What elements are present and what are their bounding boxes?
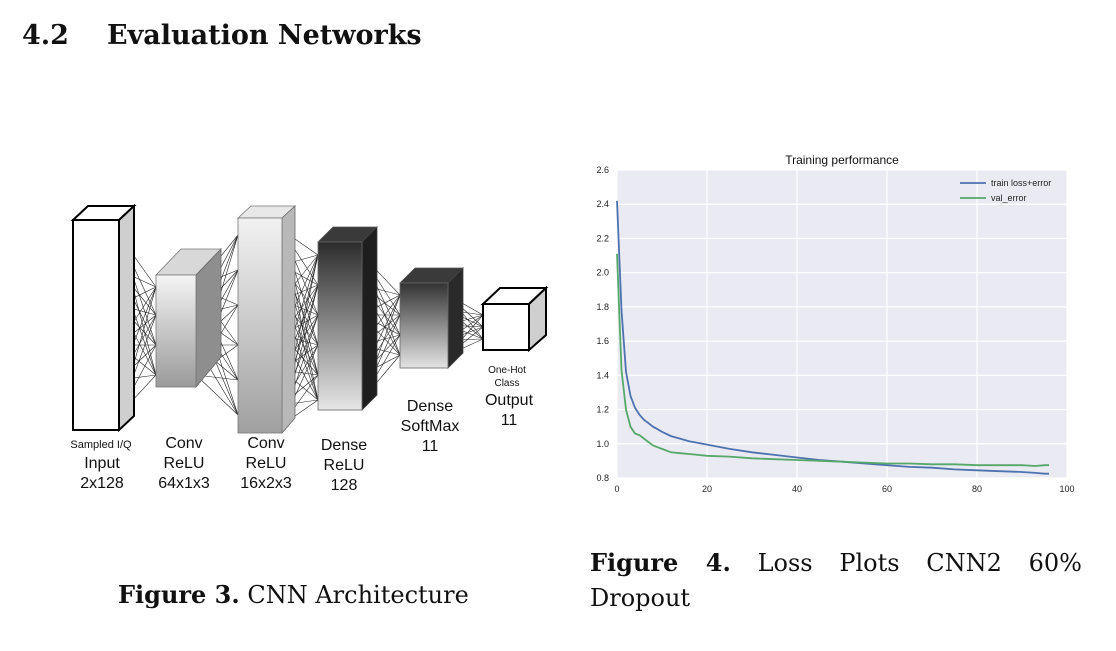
output-small-label-1: One-Hot: [488, 365, 526, 376]
x-tick-label: 0: [614, 484, 619, 494]
output-label: Output: [485, 392, 534, 409]
figure3-caption-label: Figure 3.: [118, 580, 240, 609]
training-performance-chart: Training performance 0 20 40 60 80 100 0.8 1.0 1…: [596, 153, 1074, 494]
x-tick-label: 80: [972, 484, 982, 494]
y-tick-label: 1.0: [596, 439, 609, 449]
input-small-label: Sampled I/Q: [70, 439, 132, 451]
output-layer-block: [480, 285, 549, 353]
dense1-activation-label: ReLU: [324, 457, 365, 474]
conv2-type-label: Conv: [247, 435, 284, 452]
x-tick-label: 20: [702, 484, 712, 494]
y-tick-label: 1.8: [596, 302, 609, 312]
plot-area: [617, 170, 1067, 478]
legend-label: val_error: [991, 193, 1027, 203]
y-tick-label: 2.6: [596, 165, 609, 175]
figure4-caption-label: Figure 4.: [590, 548, 731, 577]
y-tick-label: 1.6: [596, 336, 609, 346]
section-number: 4.2: [22, 20, 69, 51]
dense2-activation-label: SoftMax: [401, 418, 460, 435]
y-tick-label: 1.2: [596, 405, 609, 415]
series-line-1: [616, 253, 1049, 467]
input-layer-block: [70, 203, 137, 433]
y-tick-label: 0.8: [596, 473, 609, 483]
input-shape-label: 2x128: [80, 475, 124, 492]
figure3-caption: Figure 3. CNN Architecture: [118, 580, 469, 609]
input-label: Input: [84, 455, 120, 472]
section-title: Evaluation Networks: [107, 20, 422, 51]
dense1-type-label: Dense: [321, 437, 367, 454]
figure4-caption-text: Loss Plots CNN2 60% Dropout: [590, 549, 1082, 612]
dense2-shape-label: 11: [422, 438, 439, 455]
legend-label: train loss+error: [991, 178, 1051, 188]
conv2-shape-label: 16x2x3: [240, 475, 292, 492]
dense1-shape-label: 128: [331, 477, 358, 494]
series-line-0: [616, 200, 1049, 475]
conv1-shape-label: 64x1x3: [158, 475, 210, 492]
conv1-activation-label: ReLU: [164, 455, 205, 472]
y-tick-label: 2.4: [596, 199, 609, 209]
section-heading: 4.2 Evaluation Networks: [22, 20, 422, 51]
dense1-layer-block: [317, 226, 378, 411]
y-tick-label: 2.2: [596, 233, 609, 243]
output-shape-label: 11: [501, 412, 518, 429]
dense2-type-label: Dense: [407, 398, 453, 415]
figure3-caption-text: CNN Architecture: [247, 581, 469, 609]
x-tick-label: 100: [1059, 484, 1074, 494]
x-tick-label: 40: [792, 484, 802, 494]
chart-title: Training performance: [785, 153, 899, 167]
y-tick-label: 2.0: [596, 268, 609, 278]
dense2-layer-block: [399, 267, 464, 369]
figure4-caption: Figure 4. Loss Plots CNN2 60% Dropout: [590, 545, 1082, 616]
output-small-label-2: Class: [494, 378, 519, 389]
conv2-layer-block: [236, 205, 297, 435]
y-tick-label: 1.4: [596, 370, 609, 380]
conv1-layer-block: [155, 248, 222, 389]
x-tick-label: 60: [882, 484, 892, 494]
conv1-type-label: Conv: [165, 435, 202, 452]
cnn-architecture-diagram: Sampled I/Q Input 2x128 Conv ReLU 64x1x3…: [70, 203, 549, 494]
conv2-activation-label: ReLU: [246, 455, 287, 472]
